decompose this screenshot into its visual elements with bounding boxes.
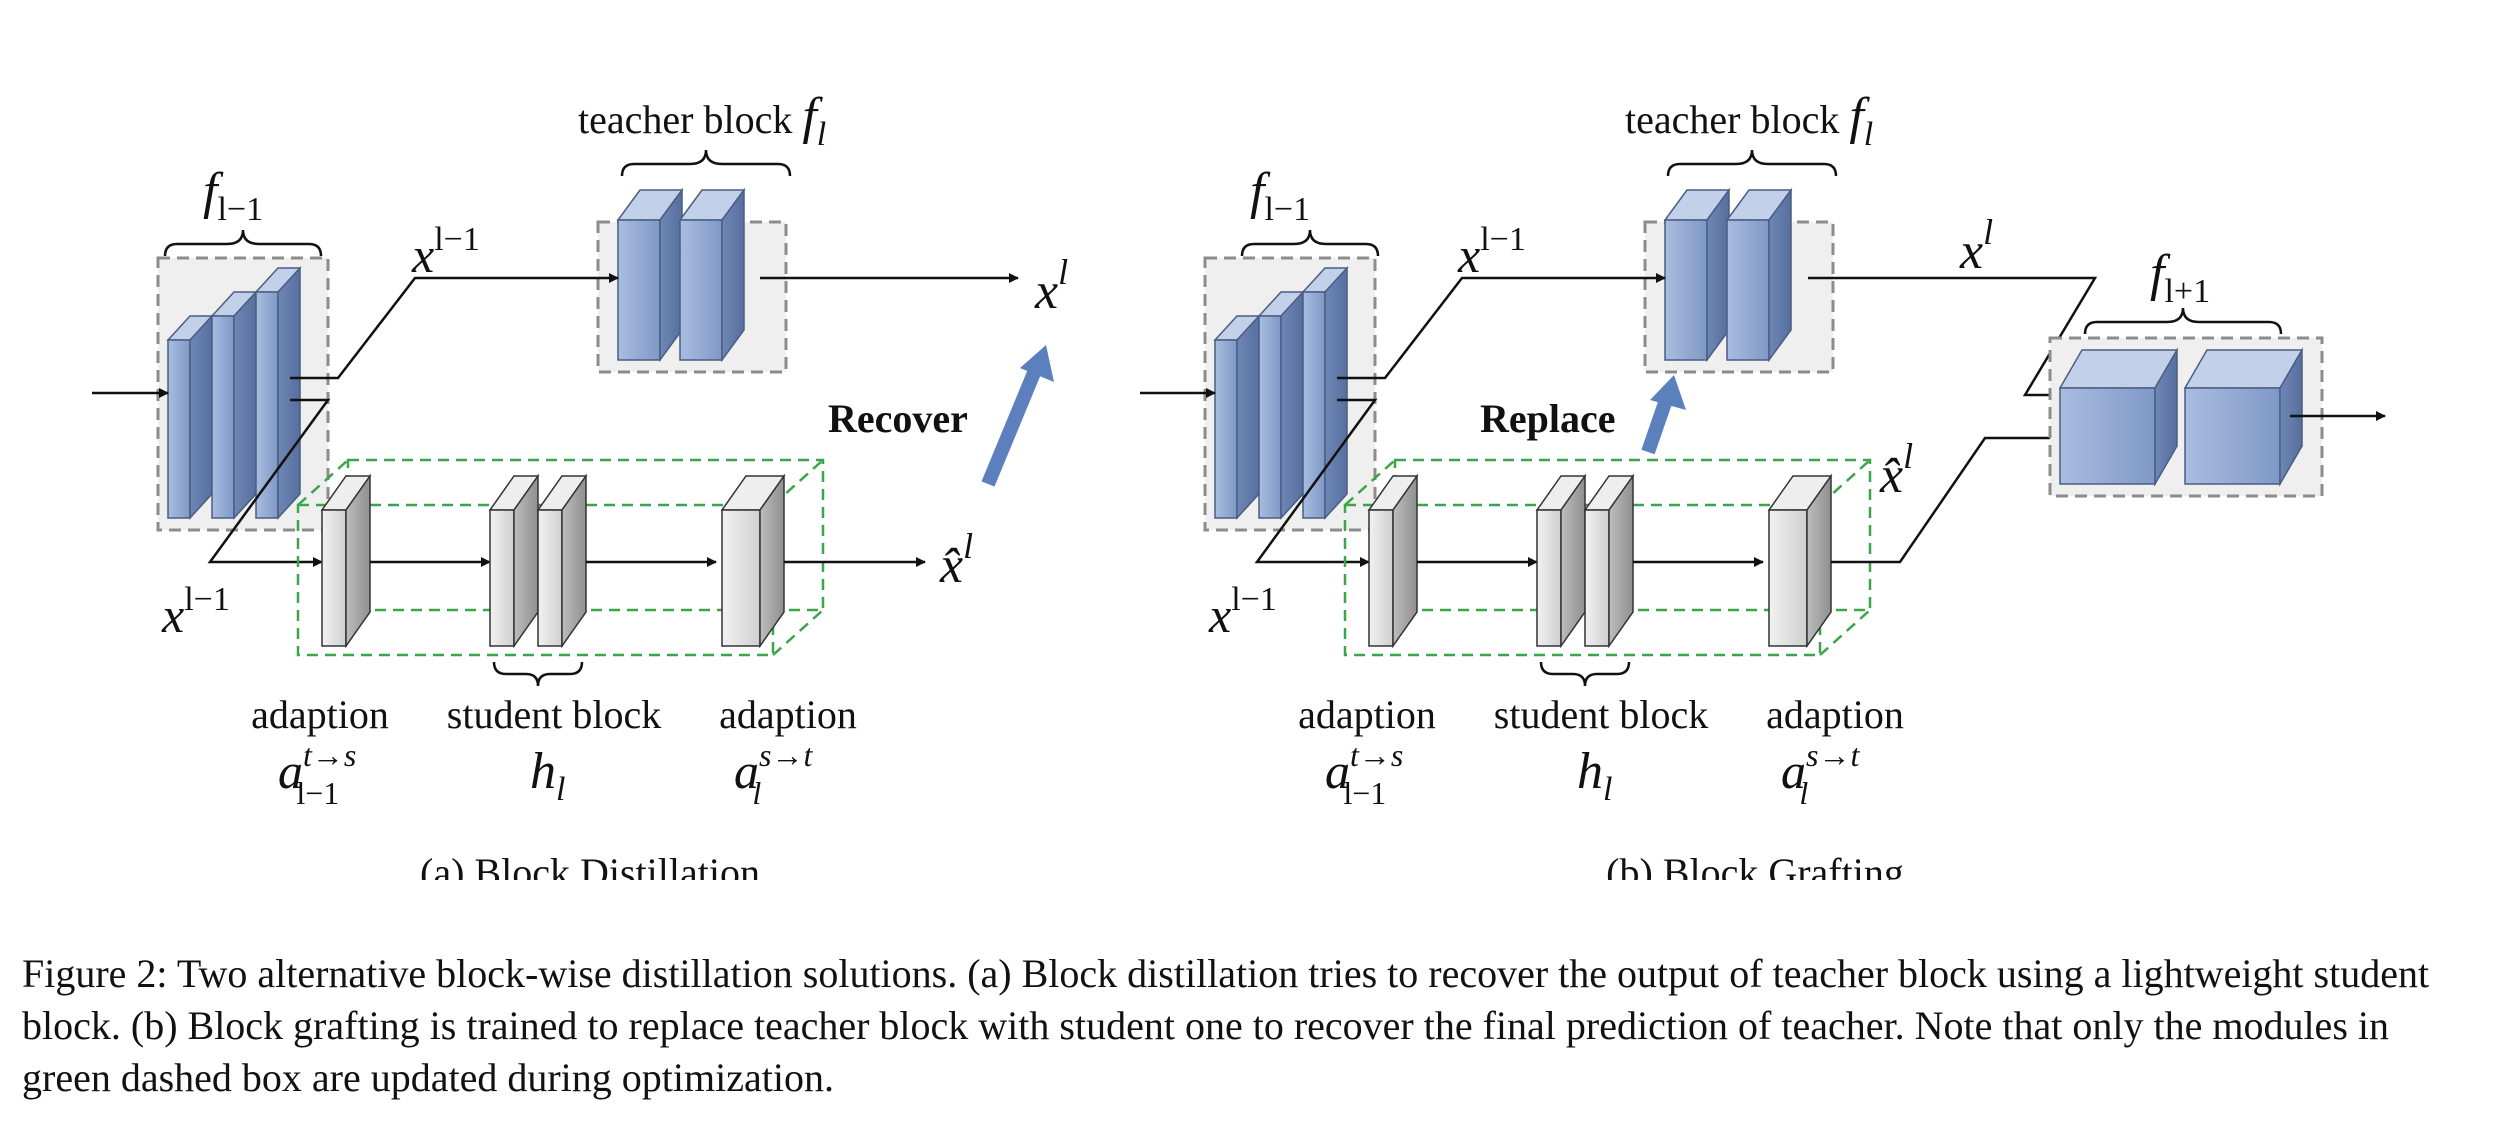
prev-block-slab (254, 266, 302, 520)
teacher-block-slab (678, 187, 746, 363)
next-block-slab (2058, 347, 2179, 487)
x-top-label: xl−1 (411, 221, 480, 283)
prev-block-slab (166, 314, 214, 520)
prev-block-slab (1257, 290, 1305, 520)
prev-block-slab (210, 290, 258, 520)
prev-block-label: fl−1 (1250, 163, 1310, 228)
prev-brace (1240, 229, 1380, 257)
teacher-block-label: teacher block fl (1625, 88, 1873, 153)
student-label: student block (447, 692, 661, 737)
output-top-label: xl (1034, 252, 1068, 320)
recover-arrow (981, 345, 1054, 487)
next-brace (2083, 307, 2283, 335)
adaption-out-block (1767, 473, 1833, 649)
output-bottom-label: x̂l (1879, 436, 1913, 504)
teacher-block-group: teacher block fl (1625, 88, 1873, 374)
adaption-out-label: adaption (719, 692, 857, 737)
teacher-block-slab (616, 187, 684, 363)
top-path-arrow (1337, 273, 1666, 380)
output-bottom-label: x̂l (939, 526, 973, 594)
teacher-block-slab (1663, 187, 1731, 363)
adaption-in-label: adaption (251, 692, 389, 737)
prev-brace (163, 229, 323, 257)
bottom-path-arrow (1254, 398, 1378, 567)
prev-block-slab (1213, 314, 1261, 520)
student-brace (1539, 661, 1631, 687)
panel-a-caption: (a) Block Distillation (420, 850, 760, 880)
recover-label: Recover (828, 396, 968, 441)
student-label: student block (1494, 692, 1708, 737)
x-bottom-label: xl−1 (1208, 581, 1277, 643)
block-distillation-figure: fl−1 teacher block fl xl−1 xl (92, 88, 2386, 880)
student-block (1535, 473, 1635, 649)
adaption-in-block (320, 473, 372, 649)
teacher-brace (620, 149, 792, 177)
x-mid-label: xl (1959, 212, 1993, 280)
student-block (488, 473, 588, 649)
bottom-path-arrow (207, 398, 331, 567)
panel-b: fl−1 teacher block fl xl−1 xl Replac (1140, 88, 2386, 880)
teacher-block-group: teacher block fl (578, 88, 826, 374)
student-symbol: hl (530, 743, 565, 808)
adaption-in-label: adaption (1298, 692, 1436, 737)
next-block-slab (2183, 347, 2304, 487)
replace-label: Replace (1480, 396, 1616, 441)
adaption-out-label: adaption (1766, 692, 1904, 737)
teacher-brace (1666, 149, 1838, 177)
student-to-next-arrow (1831, 433, 2086, 564)
replace-arrow (1641, 375, 1686, 455)
prev-block-group: fl−1 (1203, 163, 1380, 532)
prev-block-group: fl−1 (156, 163, 330, 532)
next-block-label: fl+1 (2150, 245, 2210, 310)
student-brace (492, 661, 584, 687)
panel-b-caption: (b) Block Grafting (1606, 850, 1904, 880)
adaption-in-block (1367, 473, 1419, 649)
teacher-block-slab (1725, 187, 1793, 363)
x-bottom-label: xl−1 (161, 581, 230, 643)
teacher-block-label: teacher block fl (578, 88, 826, 153)
next-block-group: fl+1 (2048, 245, 2324, 498)
student-symbol: hl (1577, 743, 1612, 808)
prev-block-slab (1301, 266, 1349, 520)
x-top-label: xl−1 (1457, 221, 1526, 283)
figure-caption: Figure 2: Two alternative block-wise dis… (22, 951, 2430, 1100)
panel-a: fl−1 teacher block fl xl−1 xl (92, 88, 1068, 880)
prev-block-label: fl−1 (203, 163, 263, 228)
adaption-out-block (720, 473, 786, 649)
top-path-arrow (290, 273, 619, 380)
